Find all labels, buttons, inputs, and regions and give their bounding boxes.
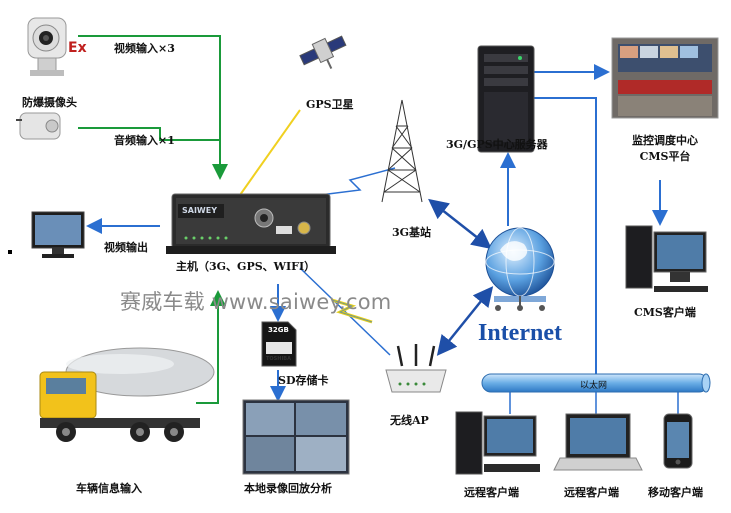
- gps-satellite-icon: [299, 35, 347, 70]
- remote-client-2-label: 远程客户端: [564, 486, 619, 499]
- mobile-client-label: 移动客户端: [648, 486, 703, 499]
- tanker-truck-icon: [39, 347, 215, 442]
- wireless-ap-icon: [385, 344, 447, 393]
- playback-screen-image: [242, 399, 350, 475]
- gps-satellite-label: GPS卫星: [306, 98, 354, 111]
- ap-internet-line: [436, 286, 494, 356]
- vehicle-input-label: 车辆信息输入: [76, 482, 142, 495]
- ethernet-bar: [481, 373, 711, 393]
- remote-client-pc-1-icon: [455, 411, 540, 475]
- gps-signal-line: [239, 109, 301, 196]
- ethernet-drops: [509, 392, 679, 414]
- explosion-camera-icon: [27, 17, 67, 76]
- sd-card-icon: [261, 321, 297, 367]
- cms-client-label: CMS客户端: [634, 306, 696, 319]
- audio-input-label: 音频输入×1: [114, 134, 175, 147]
- server-icon: [477, 45, 535, 153]
- monitor-center-label-2: CMS平台: [639, 150, 691, 163]
- sd-capacity-label: 32GB: [268, 326, 289, 334]
- base-station-label: 3G基站: [392, 226, 432, 239]
- server-ethernet-line: [534, 97, 597, 374]
- video-input-label: 视频输入×3: [114, 42, 175, 55]
- mobile-phone-icon: [663, 413, 693, 469]
- tower-internet-line: [428, 198, 492, 250]
- control-center-image: [611, 37, 719, 119]
- cell-tower-icon: [381, 99, 423, 203]
- host-label: 主机（3G、GPS、WIFI）: [176, 260, 316, 273]
- internet-label: Internet: [478, 320, 562, 346]
- watermark: 赛威车载 www.saiwey.com: [120, 290, 392, 314]
- video-monitor-icon: [31, 211, 85, 258]
- explosion-camera-label: 防爆摄像头: [22, 96, 77, 109]
- cms-client-pc-icon: [625, 225, 708, 292]
- wireless-ap-label: 无线AP: [390, 414, 429, 427]
- left-marker: [8, 250, 12, 254]
- video-output-label: 视频输出: [104, 241, 148, 254]
- remote-client-laptop-icon: [553, 413, 643, 471]
- sd-brand-label: TOSHIBA: [266, 356, 291, 362]
- dvr-brand-label: SAIWEY: [182, 206, 218, 215]
- sd-card-label: SD存储卡: [278, 374, 329, 387]
- center-server-label: 3G/GPS中心服务器: [446, 138, 548, 151]
- wireless-host-tower: [319, 167, 396, 196]
- local-playback-label: 本地录像回放分析: [244, 482, 332, 495]
- host-ap-line: [299, 267, 391, 356]
- remote-client-1-label: 远程客户端: [464, 486, 519, 499]
- internet-globe-icon: [485, 227, 555, 311]
- audio-pickup-icon: [16, 112, 61, 140]
- green-input-lines: [78, 35, 228, 404]
- ex-mark: Ex: [68, 40, 87, 56]
- monitor-center-label-1: 监控调度中心: [632, 134, 698, 147]
- dvr-host-icon: [166, 193, 336, 254]
- ethernet-label: 以太网: [580, 381, 608, 391]
